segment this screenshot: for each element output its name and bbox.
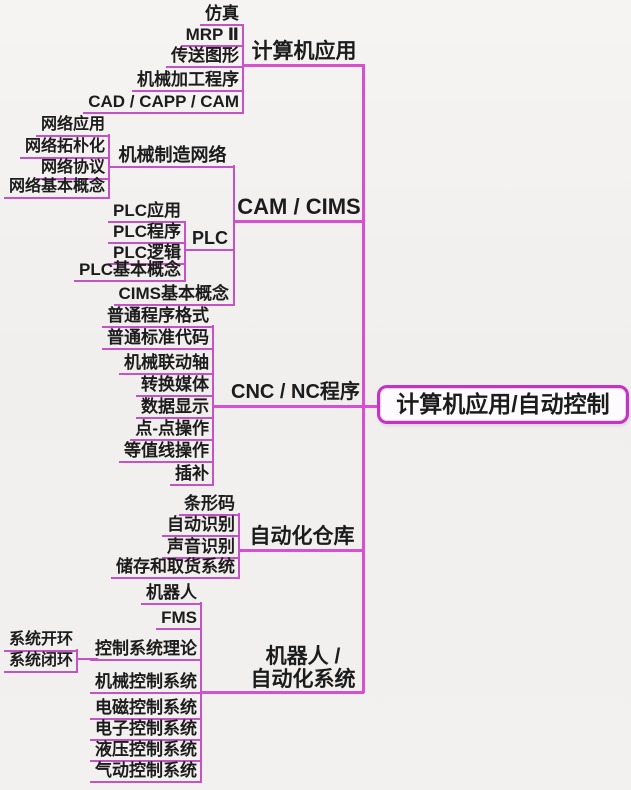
topic-leaf[interactable]: 气动控制系统 [90,761,202,783]
topic-leaf[interactable]: 传送图形 [166,46,244,68]
topic-leaf[interactable]: 网络应用 [35,115,110,137]
topic-leaf[interactable]: 机械联动轴 [119,353,214,375]
branch-robot-automation[interactable]: 机器人 / 自动化系统 [240,645,366,691]
connector-line [238,513,240,578]
branch-computer-application[interactable]: 计算机应用 [244,40,364,67]
topic-leaf[interactable]: 网络基本概念 [3,177,110,199]
topic-leaf[interactable]: 普通程序格式 [102,306,214,328]
connector-line [184,221,186,281]
subbranch-manufacturing-network[interactable]: 机械制造网络 [110,145,235,168]
topic-leaf[interactable]: PLC基本概念 [74,260,186,282]
connector-line [242,24,244,113]
topic-leaf[interactable]: 插补 [170,464,214,486]
topic-leaf[interactable]: MRP Ⅱ [180,25,244,47]
topic-leaf[interactable]: 系统开环 [3,630,78,652]
topic-leaf[interactable]: 机械加工程序 [132,70,244,92]
branch-automated-warehouse[interactable]: 自动化仓库 [240,524,364,552]
branch-label-line1: 机器人 / [265,645,341,668]
topic-leaf[interactable]: FMS [156,608,202,630]
topic-leaf[interactable]: 网络拓朴化 [19,137,110,159]
branch-label-line2: 自动化系统 [250,668,356,691]
topic-leaf[interactable]: 电磁控制系统 [90,698,202,720]
topic-leaf[interactable]: 机器人 [141,583,202,605]
topic-leaf[interactable]: CIMS基本概念 [113,284,234,306]
branch-cnc-nc-program[interactable]: CNC / NC程序 [214,380,377,408]
topic-leaf[interactable]: 等值线操作 [119,441,214,463]
topic-leaf[interactable]: 液压控制系统 [90,740,202,762]
topic-leaf[interactable]: 电子控制系统 [90,719,202,741]
topic-leaf[interactable]: PLC程序 [108,222,186,244]
topic-leaf[interactable]: 数据显示 [136,397,214,419]
topic-leaf[interactable]: 转换媒体 [136,375,214,397]
connector-line [108,134,110,198]
connector-line [76,658,98,660]
topic-leaf[interactable]: 系统闭环 [3,651,78,673]
connector-line [76,649,78,671]
topic-leaf[interactable]: 普通标准代码 [102,328,214,350]
connector-line [233,165,235,306]
topic-leaf[interactable]: PLC逻辑 [108,243,186,265]
connector-line [200,691,364,694]
topic-leaf[interactable]: 储存和取货系统 [111,557,240,579]
connector-line [212,325,214,485]
topic-leaf[interactable]: 机械控制系统 [90,672,202,694]
topic-leaf[interactable]: PLC应用 [108,201,186,223]
topic-leaf[interactable]: 声音识别 [162,537,240,559]
subbranch-plc[interactable]: PLC [186,228,234,251]
root-topic[interactable]: 计算机应用/自动控制 [377,385,629,424]
topic-leaf[interactable]: 点-点操作 [130,419,214,441]
topic-leaf[interactable]: 网络协议 [35,158,110,180]
branch-cam-cims[interactable]: CAM / CIMS [234,194,364,223]
topic-leaf[interactable]: 控制系统理论 [90,639,202,661]
topic-leaf[interactable]: CAD / CAPP / CAM [83,92,244,114]
main-trunk-line [362,64,365,693]
topic-leaf[interactable]: 条形码 [179,494,240,516]
topic-leaf[interactable]: 自动识别 [162,515,240,537]
topic-leaf[interactable]: 仿真 [200,4,244,26]
